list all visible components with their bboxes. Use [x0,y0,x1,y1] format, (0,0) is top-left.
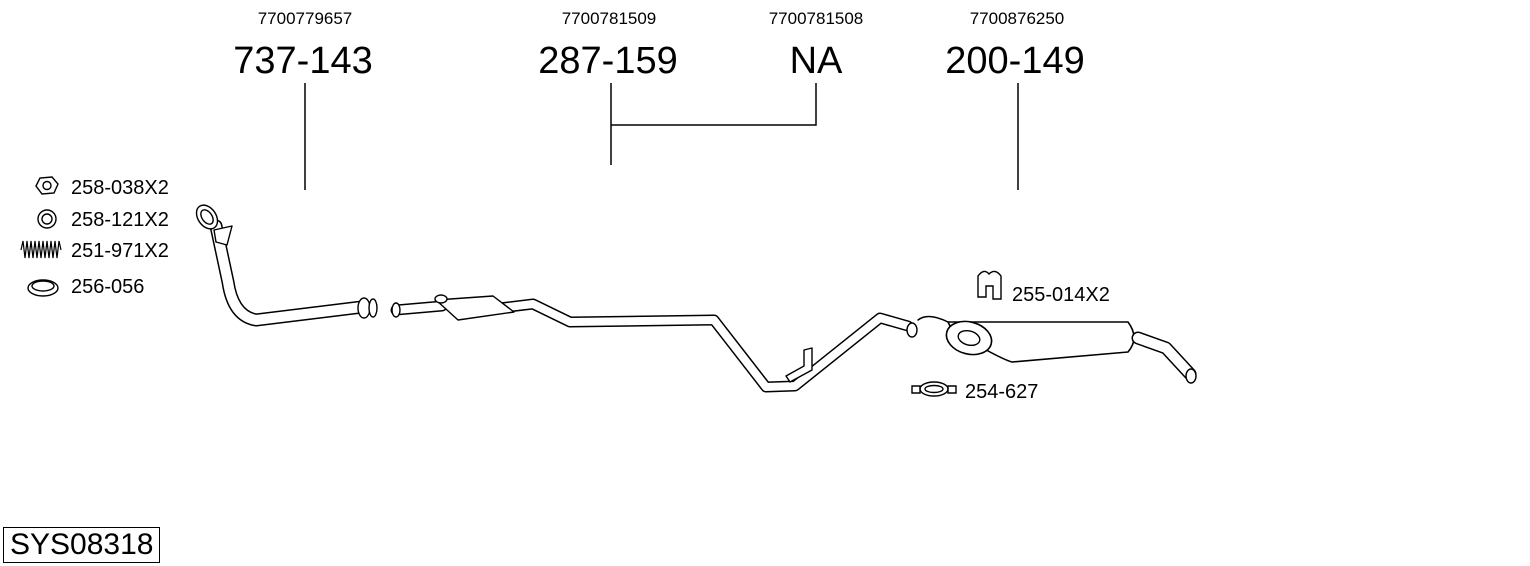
nut-icon [35,176,59,195]
front-pipe [195,204,378,327]
spring-icon [20,240,62,259]
oe-number-737-143: 7700779657 [258,9,353,28]
clamp-icon [911,381,957,397]
leader-lines [304,83,1019,190]
ring-label: 258-121X2 [71,209,169,231]
ring-icon [37,209,57,229]
oe-number-287-159: 7700781509 [562,9,657,28]
rubber-mount-icon [977,270,1002,300]
middle-section-pipe [390,294,918,393]
part-number-na: NA [790,40,843,82]
part-number-front-pipe: 737-143 [233,40,372,82]
nut-label: 258-038X2 [71,177,169,199]
leader-line-na [611,83,817,126]
spring-label: 251-971X2 [71,240,169,262]
clamp-label: 254-627 [965,381,1038,403]
part-number-middle-section: 287-159 [538,40,677,82]
system-id-badge: SYS08318 [3,527,161,563]
oe-number-200-149: 7700876250 [970,9,1065,28]
gasket-icon [27,279,59,297]
oe-number-na: 7700781508 [769,9,864,28]
gasket-label: 256-056 [71,276,144,298]
rubber-mount-label: 255-014X2 [1012,284,1110,306]
part-number-rear-silencer: 200-149 [945,40,1084,82]
rear-silencer [917,315,1197,384]
